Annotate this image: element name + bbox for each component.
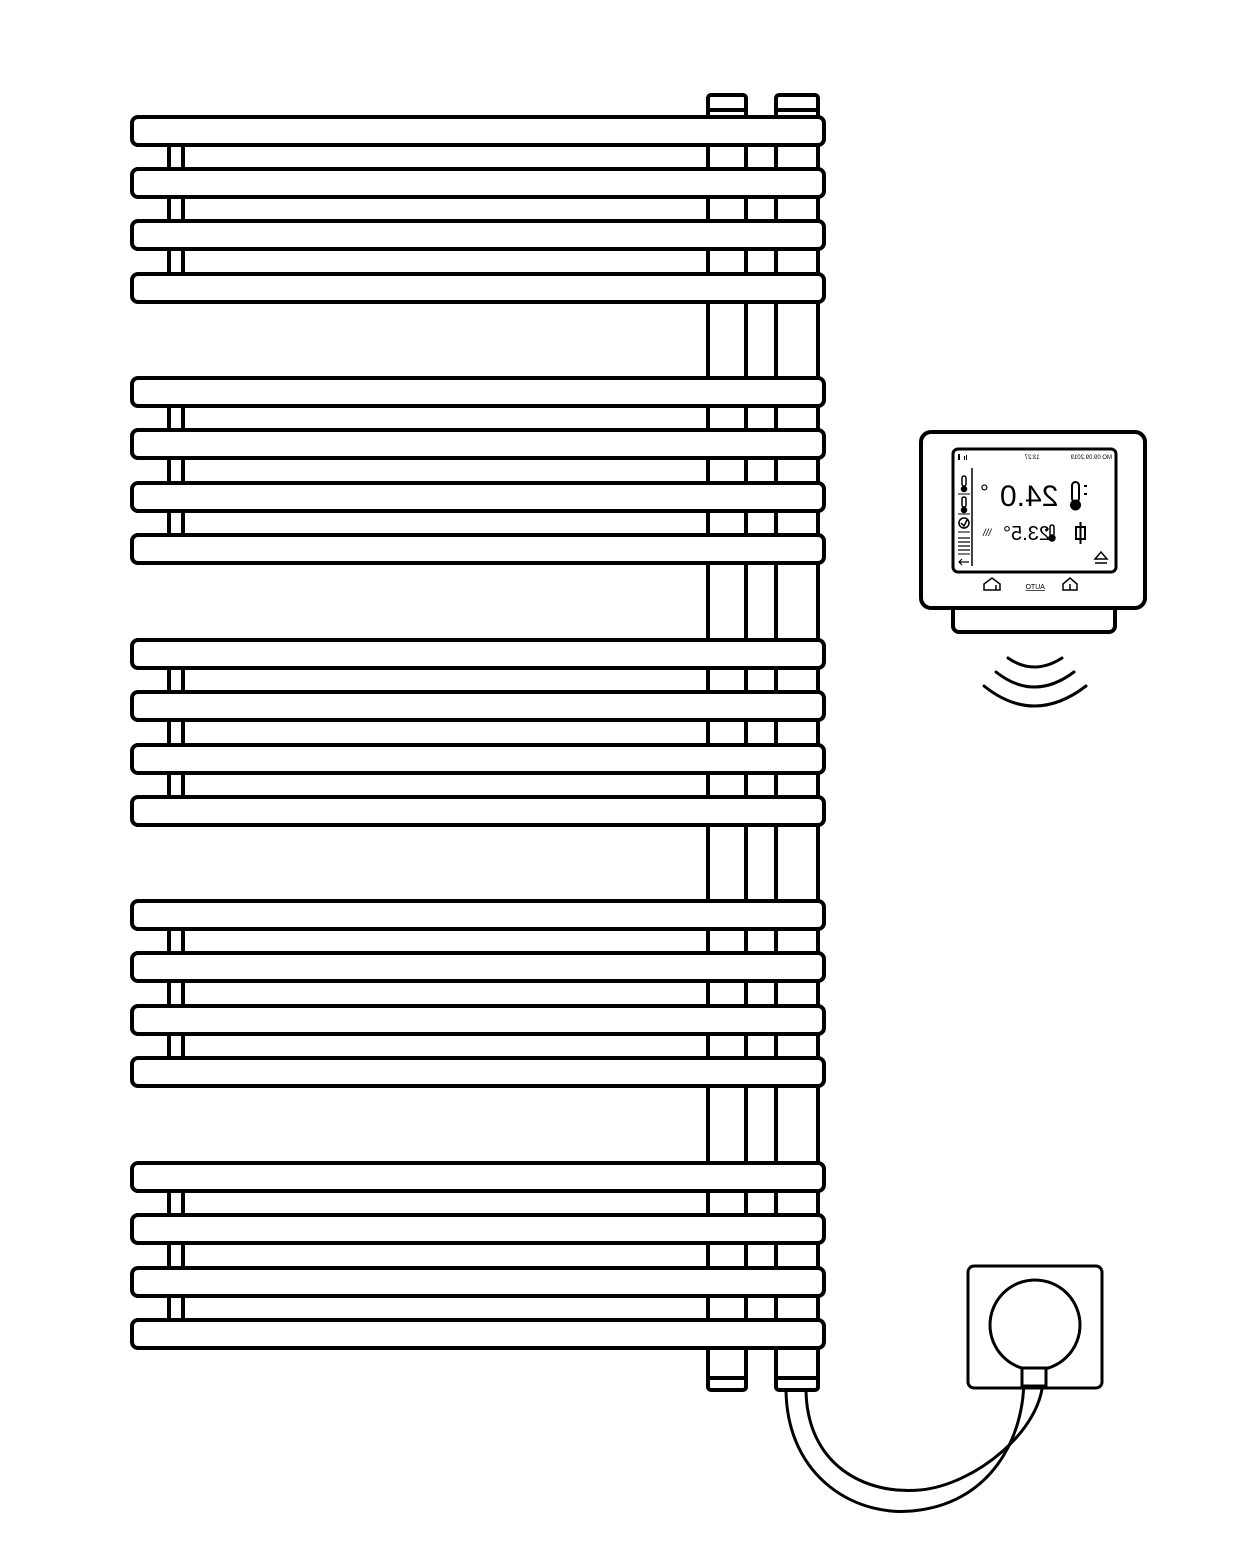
rail xyxy=(130,376,826,408)
window-open-icon xyxy=(1075,522,1086,544)
rail-group-5 xyxy=(130,1161,826,1350)
home-icon xyxy=(1062,577,1078,591)
thermometer-icon xyxy=(1045,524,1056,542)
room-temperature: 23.5° xyxy=(1003,523,1050,545)
menu-icon xyxy=(958,537,970,551)
rail xyxy=(130,690,826,722)
signal-waves-icon xyxy=(982,656,1088,708)
heat-indicator: /// xyxy=(982,528,993,539)
home-button[interactable] xyxy=(1062,577,1078,591)
mode-auto-button[interactable]: AUTO xyxy=(1025,584,1045,591)
rail xyxy=(130,428,826,460)
rail xyxy=(130,533,826,565)
eject-icon[interactable] xyxy=(1093,550,1109,564)
rail-group-3 xyxy=(130,638,826,827)
back-icon xyxy=(958,558,969,566)
rail xyxy=(130,951,826,983)
thermometer-icon xyxy=(960,496,968,514)
set-temperature-degree: ° xyxy=(980,480,989,505)
towel-radiator xyxy=(130,93,826,1392)
rail xyxy=(130,167,826,199)
rail xyxy=(130,638,826,670)
rail xyxy=(130,1004,826,1036)
rail xyxy=(130,1213,826,1245)
signal-bars-icon xyxy=(958,454,967,460)
rail xyxy=(130,272,826,304)
rail xyxy=(130,115,826,147)
rail-group-2 xyxy=(130,376,826,565)
rail xyxy=(130,219,826,251)
home-away-button[interactable] xyxy=(983,577,1001,591)
rail xyxy=(130,1318,826,1350)
rail xyxy=(130,1161,826,1193)
status-time: 13:27 xyxy=(1024,455,1040,461)
rail xyxy=(130,795,826,827)
rail xyxy=(130,899,826,931)
rail xyxy=(130,1266,826,1298)
rail xyxy=(130,1056,826,1088)
rail xyxy=(130,481,826,513)
status-date: MO 09.09.2019 xyxy=(1070,455,1112,461)
thermometer-icon xyxy=(960,475,968,493)
home-away-icon xyxy=(983,577,1001,591)
thermometer-icon xyxy=(1070,481,1087,511)
thermostat-screen xyxy=(951,447,1118,574)
plug-cable-icon xyxy=(784,1377,1045,1513)
clock-icon xyxy=(958,517,970,529)
socket-icon xyxy=(966,1264,1104,1390)
rail xyxy=(130,743,826,775)
rail-group-4 xyxy=(130,899,826,1088)
thermostat: 13:27 MO 09.09.2019 xyxy=(919,430,1147,634)
set-temperature: 24.0 xyxy=(1000,480,1058,513)
rail-group-1 xyxy=(130,115,826,304)
